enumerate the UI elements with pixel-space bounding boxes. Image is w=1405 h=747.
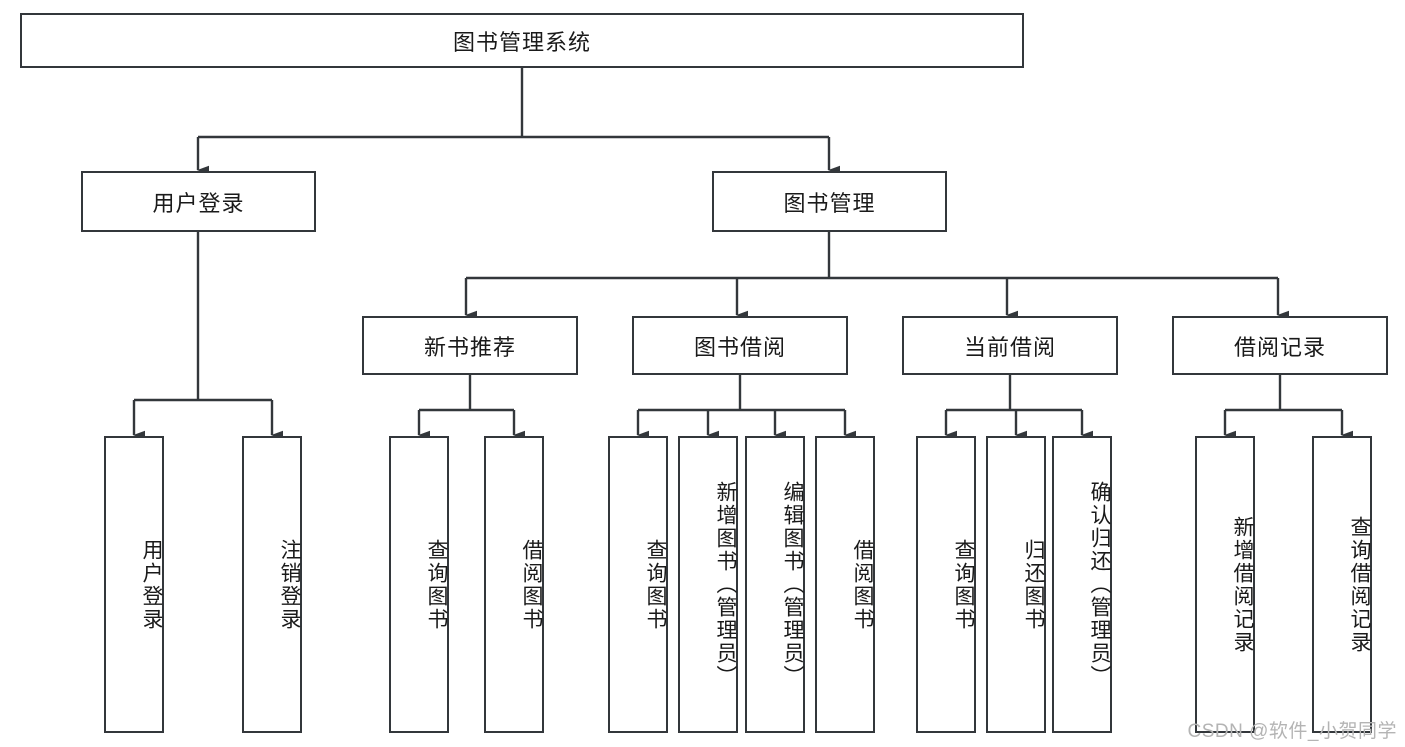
node-label: 借阅图书 <box>851 538 874 631</box>
node-leaf-query-borrow-record: 查询借阅记录 <box>1312 436 1372 733</box>
node-label: 当前借阅 <box>963 334 1056 360</box>
node-label: 查询借阅记录 <box>1348 515 1371 654</box>
node-leaf-user-login: 用户登录 <box>104 436 164 733</box>
node-label: 归还图书 <box>1022 538 1045 631</box>
node-label: 借阅记录 <box>1233 334 1326 360</box>
node-label: 确认归还（管理员） <box>1088 481 1111 688</box>
node-label: 查询图书 <box>644 538 667 631</box>
node-leaf-logout-login: 注销登录 <box>242 436 302 733</box>
node-leaf-return-book: 归还图书 <box>986 436 1046 733</box>
node-label: 新增借阅记录 <box>1231 515 1254 654</box>
node-leaf-query-book-rec: 查询图书 <box>389 436 449 733</box>
node-book-manage: 图书管理 <box>712 171 947 232</box>
node-user-login: 用户登录 <box>81 171 316 232</box>
node-label: 图书借阅 <box>693 334 786 360</box>
node-leaf-confirm-return-admin: 确认归还（管理员） <box>1052 436 1112 733</box>
node-borrow-record: 借阅记录 <box>1172 316 1388 375</box>
node-label: 编辑图书（管理员） <box>781 481 804 688</box>
node-root: 图书管理系统 <box>20 13 1024 68</box>
node-label: 查询图书 <box>425 538 448 631</box>
node-leaf-edit-book-admin: 编辑图书（管理员） <box>745 436 805 733</box>
node-book-borrow: 图书借阅 <box>632 316 848 375</box>
node-label: 新增图书（管理员） <box>714 481 737 688</box>
node-label: 注销登录 <box>278 538 301 631</box>
node-leaf-borrow-book-rec: 借阅图书 <box>484 436 544 733</box>
node-label: 查询图书 <box>952 538 975 631</box>
node-leaf-add-book-admin: 新增图书（管理员） <box>678 436 738 733</box>
node-label: 图书管理系统 <box>452 29 591 55</box>
node-new-book-recommend: 新书推荐 <box>362 316 578 375</box>
node-leaf-query-book-current: 查询图书 <box>916 436 976 733</box>
node-label: 借阅图书 <box>520 538 543 631</box>
node-label: 新书推荐 <box>423 334 516 360</box>
node-label: 图书管理 <box>783 190 876 216</box>
node-label: 用户登录 <box>152 190 245 216</box>
node-leaf-query-book-borrow: 查询图书 <box>608 436 668 733</box>
node-leaf-add-borrow-record: 新增借阅记录 <box>1195 436 1255 733</box>
node-label: 用户登录 <box>140 538 163 631</box>
node-current-borrow: 当前借阅 <box>902 316 1118 375</box>
node-leaf-borrow-book: 借阅图书 <box>815 436 875 733</box>
